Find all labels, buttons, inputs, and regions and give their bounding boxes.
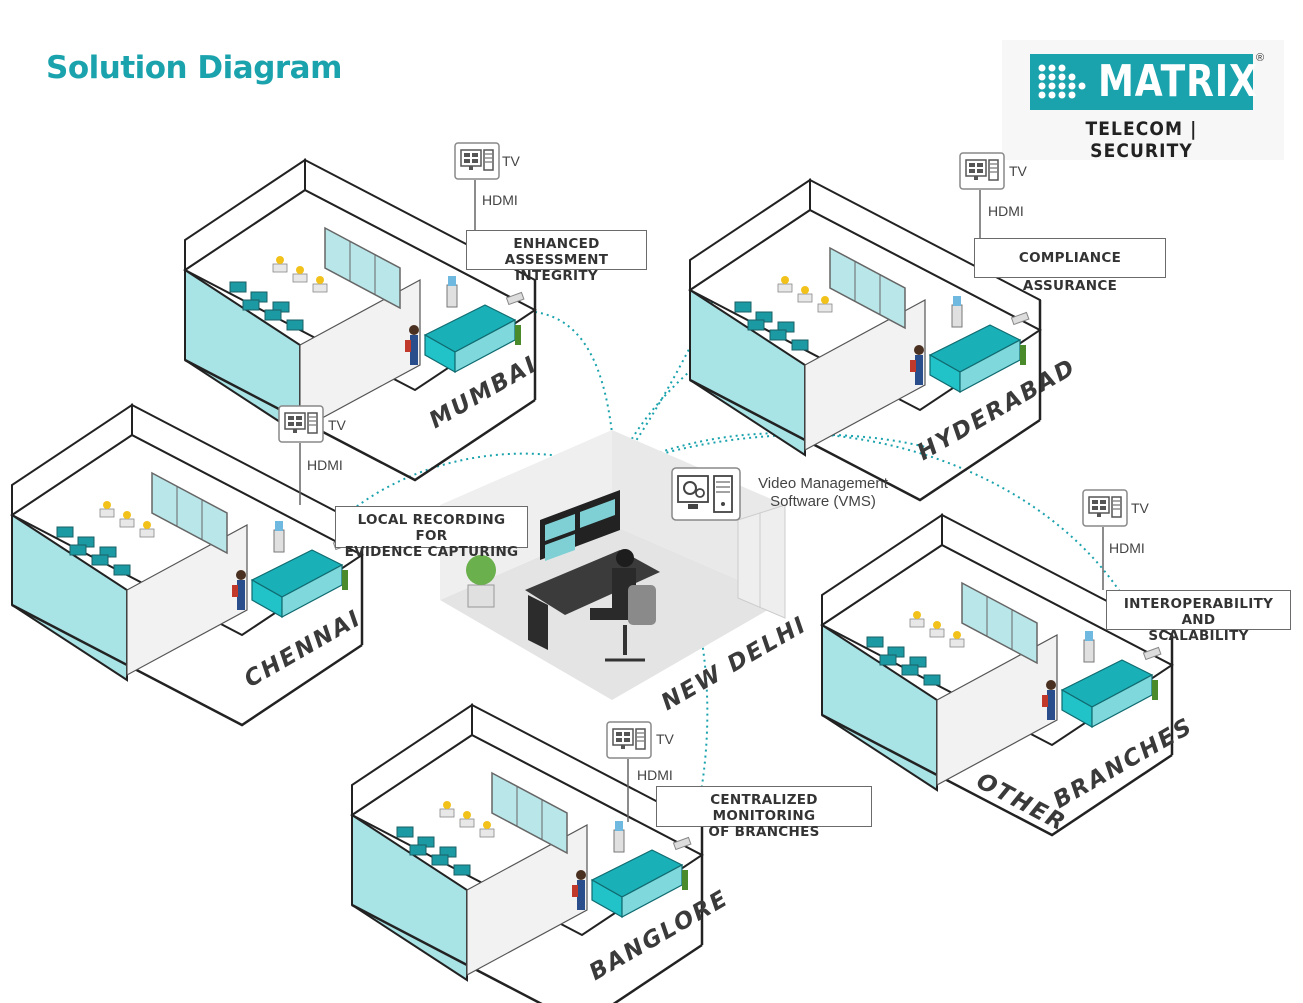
callout-chennai: LOCAL RECORDING FOR EVIDENCE CAPTURING: [335, 506, 528, 560]
callout-banglore-line1: CENTRALIZED MONITORING: [710, 792, 818, 824]
tv-banglore: [606, 721, 652, 822]
hdmi-label-banglore: HDMI: [637, 767, 673, 783]
logo-dots-icon: [1038, 64, 1086, 99]
tv-label-chennai: TV: [328, 417, 346, 433]
logo-brand-text: MATRIX: [1098, 56, 1258, 107]
link-other: [615, 432, 1151, 651]
callout-banglore-line2: OF BRANCHES: [708, 824, 820, 840]
vms-label-line2: Software (VMS): [770, 493, 876, 510]
operator-icon: [590, 549, 656, 662]
callout-other-branches: INTEROPERABILITY AND SCALABILITY: [1106, 590, 1291, 644]
tv-other-branches: [1082, 489, 1128, 590]
hdmi-label-hyderabad: HDMI: [988, 203, 1024, 219]
tv-label-banglore: TV: [656, 731, 674, 747]
callout-other-line2: SCALABILITY: [1148, 628, 1249, 644]
callout-mumbai-line1: ENHANCED: [513, 236, 600, 252]
matrix-logo: MATRIX ® TELECOM | SECURITY: [1002, 40, 1284, 162]
callout-mumbai: ENHANCED ASSESSMENT INTEGRITY: [466, 230, 647, 284]
logo-tagline: TELECOM | SECURITY: [1085, 118, 1198, 162]
tv-chennai: [278, 405, 324, 505]
callout-banglore: CENTRALIZED MONITORING OF BRANCHES: [656, 786, 872, 840]
monitor-wall-icon: [540, 490, 620, 561]
callout-chennai-line1: LOCAL RECORDING FOR: [357, 512, 506, 544]
room-mumbai: [183, 158, 537, 482]
link-mumbai: [534, 311, 616, 469]
tv-label-other: TV: [1131, 500, 1149, 516]
callout-other-line1: INTEROPERABILITY AND: [1123, 596, 1274, 628]
hdmi-label-mumbai: HDMI: [482, 192, 518, 208]
callout-hyderabad: COMPLIANCE ASSURANCE: [974, 238, 1166, 294]
tv-hyderabad: [959, 152, 1005, 238]
tv-label-hyderabad: TV: [1009, 163, 1027, 179]
callout-mumbai-line2: ASSESSMENT INTEGRITY: [504, 252, 609, 284]
vms-server-icon: [671, 467, 741, 521]
tv-label-mumbai: TV: [502, 153, 520, 169]
logo-badge: MATRIX: [1030, 54, 1257, 110]
vms-label: Video Management Software (VMS): [748, 475, 898, 511]
tv-mumbai: [454, 142, 500, 230]
logo-registered-mark: ®: [1256, 52, 1265, 64]
vms-label-line1: Video Management: [758, 475, 888, 492]
link-other-2: [616, 433, 931, 471]
page-title: Solution Diagram: [46, 50, 342, 86]
room-hyderabad: [688, 178, 1042, 502]
link-chennai: [351, 452, 615, 511]
hdmi-label-chennai: HDMI: [307, 457, 343, 473]
callout-chennai-line2: EVIDENCE CAPTURING: [344, 544, 519, 560]
callout-hyderabad-line1: COMPLIANCE ASSURANCE: [1018, 250, 1122, 294]
room-chennai: [10, 403, 364, 727]
hdmi-label-other: HDMI: [1109, 540, 1145, 556]
